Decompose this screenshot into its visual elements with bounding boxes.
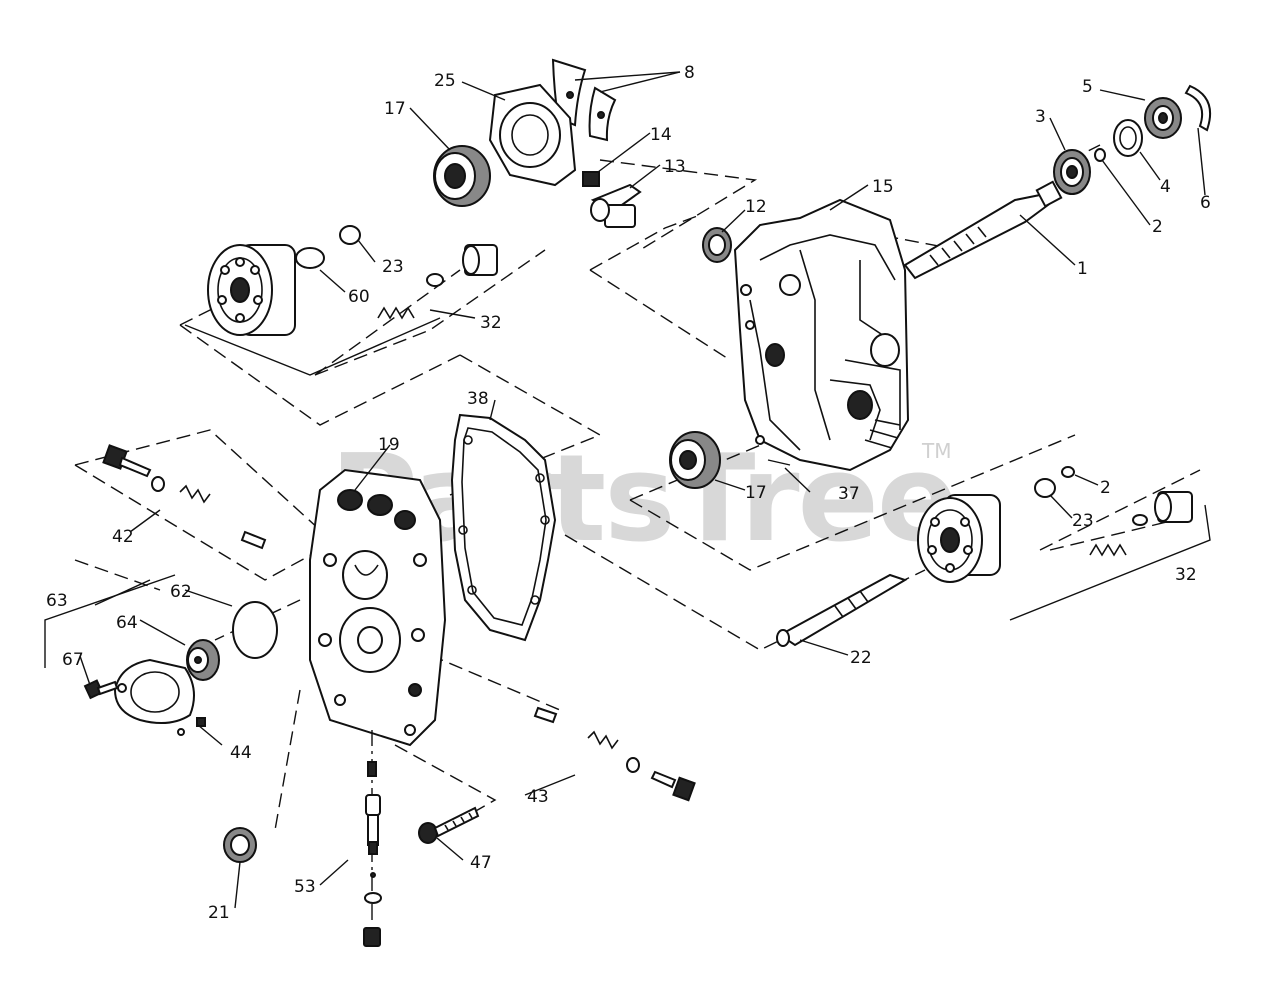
callout-2-top: 2 xyxy=(1152,217,1163,237)
callout-19: 19 xyxy=(378,435,400,455)
part-64-pump xyxy=(186,639,220,681)
callout-47: 47 xyxy=(470,853,492,873)
callout-8: 8 xyxy=(684,63,695,83)
part-22-shaft xyxy=(776,573,908,647)
part-6-snap-ring xyxy=(1184,84,1212,132)
callout-3: 3 xyxy=(1035,107,1046,127)
callout-4: 4 xyxy=(1160,177,1171,197)
leader-lines xyxy=(44,71,1211,909)
part-60-spring xyxy=(295,247,325,269)
callout-5: 5 xyxy=(1082,77,1093,97)
callout-43: 43 xyxy=(527,787,549,807)
callout-38: 38 xyxy=(467,389,489,409)
part-4-washer xyxy=(1113,119,1143,157)
callout-23-top: 23 xyxy=(382,257,404,277)
callout-23-right: 23 xyxy=(1072,511,1094,531)
callout-63: 63 xyxy=(46,591,68,611)
part-14-block xyxy=(582,171,600,187)
part-44-pins xyxy=(177,717,206,736)
callout-42: 42 xyxy=(112,527,134,547)
part-5-bearing xyxy=(1144,97,1182,139)
part-17-top-bearing xyxy=(433,145,491,207)
callout-13: 13 xyxy=(664,157,686,177)
cylinder-block-right xyxy=(917,494,1001,583)
callout-labels: 1 2 2 3 4 5 6 8 12 13 14 15 17 17 19 21 … xyxy=(46,63,1211,923)
callout-22: 22 xyxy=(850,648,872,668)
callout-64: 64 xyxy=(116,613,138,633)
part-21-seal xyxy=(223,827,257,863)
callout-15: 15 xyxy=(872,177,894,197)
part-32-right-assembly xyxy=(1089,491,1193,557)
callout-32-top: 32 xyxy=(480,313,502,333)
callout-25: 25 xyxy=(434,71,456,91)
callout-12: 12 xyxy=(745,197,767,217)
watermark-trademark: TM xyxy=(921,439,951,463)
callout-53: 53 xyxy=(294,877,316,897)
callout-2-right: 2 xyxy=(1100,478,1111,498)
part-38-gasket xyxy=(450,413,557,642)
part-2-right-ring xyxy=(1061,466,1075,478)
callout-44: 44 xyxy=(230,743,252,763)
callout-14: 14 xyxy=(650,125,672,145)
assembly-dash-lines xyxy=(74,144,1201,831)
part-17-mid-bearing xyxy=(669,431,721,489)
callout-17-top: 17 xyxy=(384,99,406,119)
callout-17-mid: 17 xyxy=(745,483,767,503)
callout-37: 37 xyxy=(838,484,860,504)
part-23-right-ring xyxy=(1034,478,1056,498)
part-19-center-section xyxy=(309,468,447,747)
part-53-valve-stack xyxy=(363,730,382,947)
part-15-housing xyxy=(733,198,910,472)
callout-21: 21 xyxy=(208,903,230,923)
part-25-swashplate xyxy=(488,83,577,187)
part-2-top-ring xyxy=(1094,148,1106,162)
part-42-valve xyxy=(102,444,267,550)
part-32-top-assembly xyxy=(377,244,498,320)
callout-60: 60 xyxy=(348,287,370,307)
part-12-seal xyxy=(702,227,732,263)
callout-6: 6 xyxy=(1200,193,1211,213)
part-63-cover xyxy=(113,658,195,725)
part-47-bolt xyxy=(418,806,480,844)
part-62-oring xyxy=(232,601,278,659)
part-43-valve xyxy=(533,706,696,802)
cylinder-block-left xyxy=(207,244,296,336)
callout-32-right: 32 xyxy=(1175,565,1197,585)
callout-62: 62 xyxy=(170,582,192,602)
part-13-trunnion xyxy=(590,183,642,228)
part-3-bearing xyxy=(1053,149,1091,195)
callout-67: 67 xyxy=(62,650,84,670)
callout-1: 1 xyxy=(1077,259,1088,279)
part-23-top-ring xyxy=(339,225,361,245)
part-1-shaft xyxy=(903,180,1063,280)
part-37-pin xyxy=(767,459,791,466)
